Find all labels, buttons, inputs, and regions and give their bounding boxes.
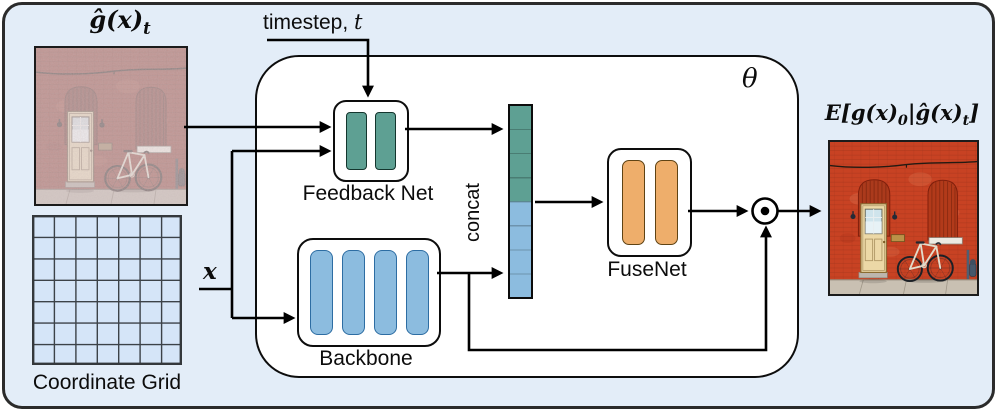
feedback-net-label: Feedback Net xyxy=(302,182,434,205)
x-variable-label: x xyxy=(203,258,217,285)
fusenet-bar xyxy=(654,160,678,245)
grid-graphic xyxy=(32,215,182,365)
noisy-wall-photo xyxy=(36,48,186,204)
feedback-bar xyxy=(375,112,396,170)
input-image xyxy=(34,46,188,206)
backbone-bar xyxy=(309,250,333,335)
backbone-bar xyxy=(341,250,365,335)
concat-label: concat xyxy=(462,183,484,242)
fusenet-module xyxy=(607,148,692,257)
timestep-label: timestep, t xyxy=(263,10,363,34)
coordinate-grid xyxy=(32,215,182,365)
input-image-label: ĝ(x)t xyxy=(89,5,151,38)
feedback-bar xyxy=(346,112,367,170)
concat-feature-bar xyxy=(508,104,533,299)
fusenet-bar xyxy=(621,160,645,245)
fusenet-label: FuseNet xyxy=(607,258,687,281)
coordinate-grid-label: Coordinate Grid xyxy=(32,371,182,394)
feedback-net-module xyxy=(333,100,409,182)
output-image xyxy=(828,140,979,296)
backbone-module xyxy=(297,238,441,347)
backbone-bar xyxy=(373,250,397,335)
output-image-label: E[g(x)0|ĝ(x)t] xyxy=(824,100,980,130)
backbone-bar xyxy=(405,250,429,335)
theta-label: θ xyxy=(742,64,758,94)
denoised-wall-photo xyxy=(830,142,977,294)
backbone-label: Backbone xyxy=(319,347,413,370)
